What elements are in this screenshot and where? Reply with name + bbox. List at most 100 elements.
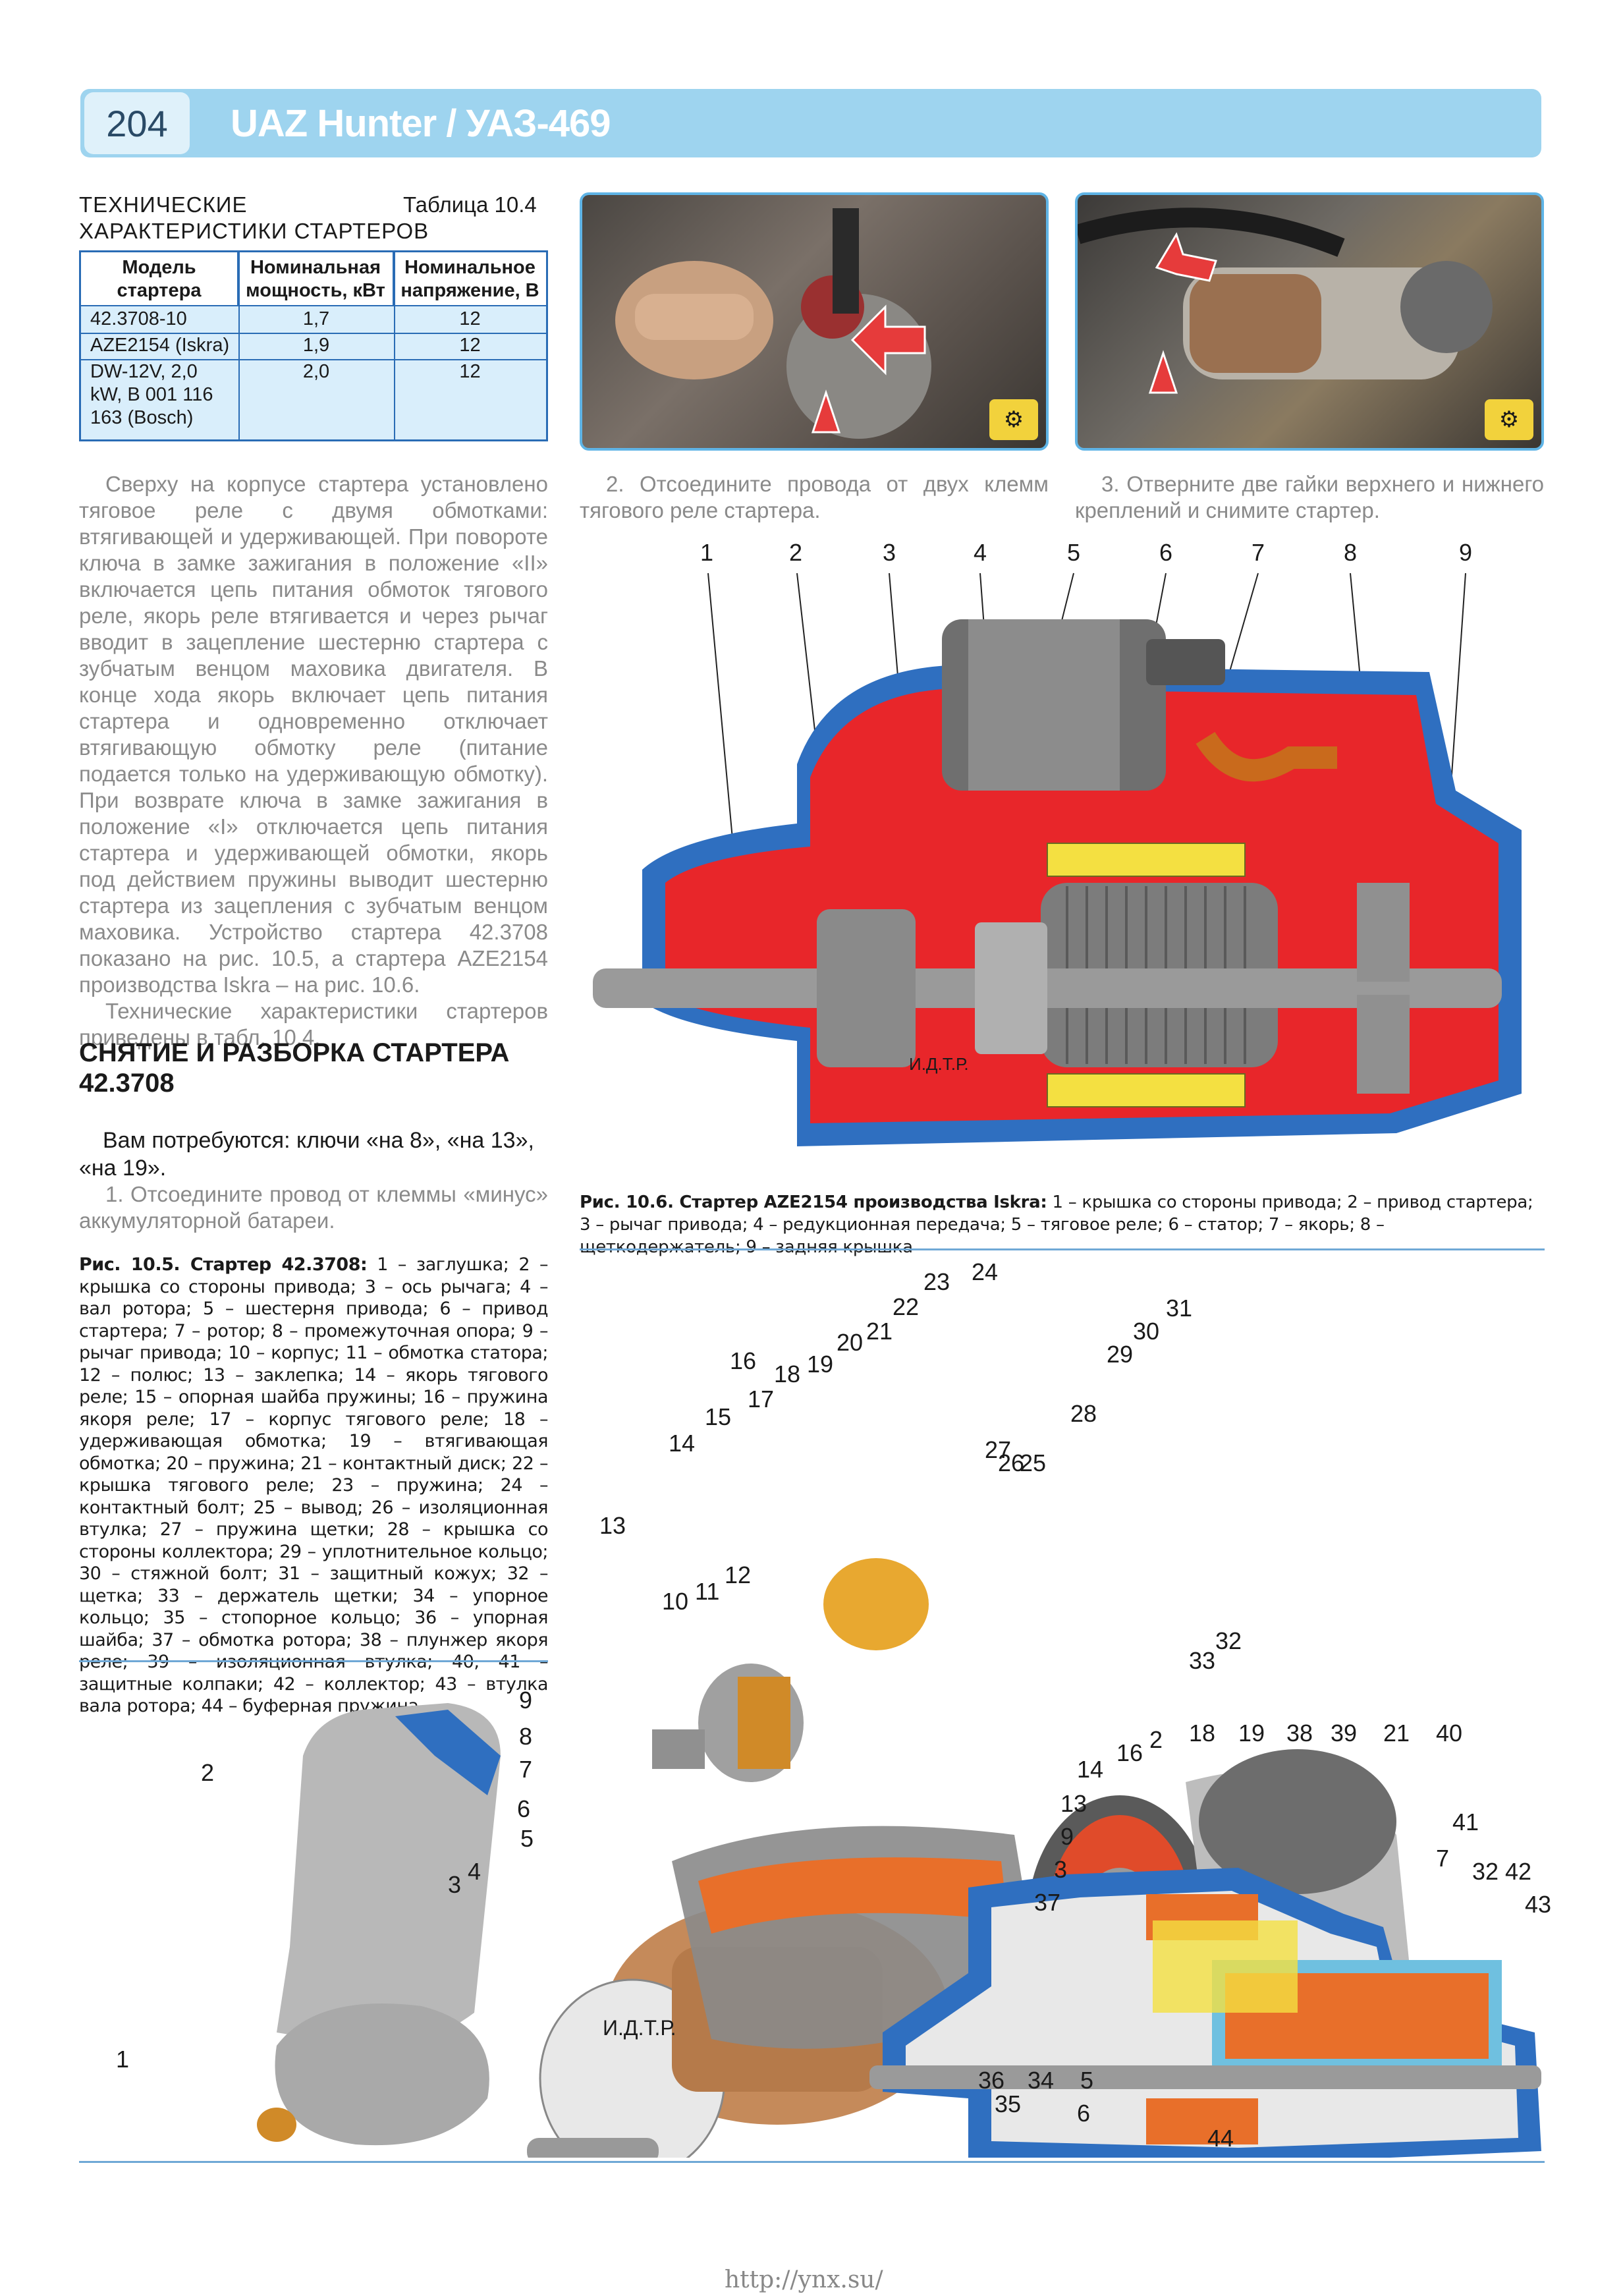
spec-table: Модель стартера Номинальная мощность, кВ…: [79, 250, 548, 441]
photo-step-3: ⚙: [1075, 192, 1544, 451]
callout: 1: [116, 2046, 130, 2073]
callout: 42: [1505, 1858, 1532, 1885]
callout: 19: [1238, 1720, 1265, 1747]
callout: 41: [1452, 1808, 1479, 1835]
callout: 15: [705, 1403, 732, 1430]
table-cell-power: 1,9: [302, 335, 330, 356]
divider: [580, 1248, 1545, 1250]
paragraph: Сверху на корпусе стартера установлено т…: [79, 472, 548, 997]
callout: 21: [866, 1318, 893, 1345]
figure-10-6: 1 2 3 4 5 6 7 8 9 И.Д.Т.Р.: [580, 539, 1548, 1173]
callout: 7: [519, 1756, 533, 1783]
table-header-voltage: Номинальное напряжение, В: [394, 252, 546, 306]
callout: 9: [1060, 1823, 1074, 1850]
watermark: И.Д.Т.Р.: [603, 2016, 676, 2040]
callout: 7: [1252, 539, 1265, 566]
watermark: И.Д.Т.Р.: [909, 1054, 969, 1074]
table-cell-model: AZE2154 (Iskra): [90, 335, 230, 356]
callout: 13: [1060, 1790, 1087, 1817]
callout: 43: [1525, 1891, 1552, 1918]
caption-title: Рис. 10.6. Стартер AZE2154 производства …: [580, 1192, 1047, 1212]
table-cell-voltage: 12: [459, 361, 481, 382]
callout: 21: [1383, 1720, 1410, 1747]
callout: 23: [923, 1268, 950, 1295]
callout: 33: [1189, 1647, 1216, 1674]
callout: 9: [519, 1687, 533, 1714]
table-cell-voltage: 12: [459, 335, 481, 356]
photo-step-2: ⚙: [580, 192, 1049, 451]
callout: 31: [1166, 1295, 1193, 1322]
callout: 40: [1436, 1720, 1463, 1747]
table-header-power: Номинальная мощность, кВт: [238, 252, 394, 306]
callout: 5: [1080, 2067, 1094, 2094]
callout: 6: [1077, 2100, 1091, 2127]
callout: 6: [517, 1795, 531, 1822]
callout: 4: [468, 1858, 481, 1885]
callout: 22: [893, 1293, 920, 1320]
callout: 39: [1331, 1720, 1358, 1747]
callout: 30: [1133, 1318, 1160, 1345]
table-cell-voltage: 12: [459, 308, 481, 329]
callout: 44: [1207, 2125, 1234, 2152]
callout: 9: [1459, 539, 1473, 566]
callout: 11: [695, 1578, 720, 1605]
callout: 16: [730, 1347, 757, 1374]
callout: 37: [1034, 1889, 1061, 1916]
callout: 28: [1070, 1400, 1097, 1427]
callout: 6: [1159, 539, 1173, 566]
callout: 3: [1054, 1856, 1068, 1883]
callout: 8: [519, 1723, 533, 1750]
bottom-divider: [79, 2161, 1545, 2163]
callout: 5: [520, 1825, 534, 1852]
table-title: ТЕХНИЧЕСКИЕ: [79, 192, 248, 217]
section-heading: СНЯТИЕ И РАЗБОРКА СТАРТЕРА 42.3708: [79, 1038, 510, 1098]
callout: 24: [972, 1258, 999, 1285]
callout: 5: [1067, 539, 1081, 566]
callout: 36: [978, 2067, 1005, 2094]
figure-10-5-caption: Рис. 10.5. Стартер 42.3708: 1 – заглушка…: [79, 1254, 549, 1718]
callout: 2: [1149, 1726, 1163, 1753]
callout: 4: [974, 539, 987, 566]
tool-badge-icon: ⚙: [989, 399, 1038, 440]
footer-url: http://ynx.su/: [725, 2266, 883, 2293]
header-bar: [80, 89, 1541, 157]
step-1: 1. Отсоедините провод от клеммы «минус» …: [79, 1182, 548, 1233]
table-cell-power: 1,7: [302, 308, 330, 329]
callout: 3: [883, 539, 896, 566]
callout: 2: [201, 1759, 215, 1786]
figure-10-6-caption: Рис. 10.6. Стартер AZE2154 производства …: [580, 1191, 1541, 1258]
body-text: Сверху на корпусе стартера установлено т…: [79, 471, 548, 1051]
caption-title: Рис. 10.5. Стартер 42.3708:: [79, 1254, 368, 1275]
callout: 35: [995, 2090, 1022, 2117]
callout: 20: [837, 1329, 864, 1356]
callout: 18: [774, 1360, 801, 1387]
callout: 12: [725, 1561, 752, 1588]
callout: 32: [1472, 1858, 1499, 1885]
callout: 29: [1107, 1341, 1134, 1368]
callout: 38: [1286, 1720, 1313, 1747]
callout: 14: [1077, 1756, 1104, 1783]
caption-text: 1 – крышка со стороны привода; 2 – приво…: [580, 1192, 1533, 1257]
callout: 27: [985, 1436, 1012, 1463]
callout: 3: [448, 1871, 462, 1898]
callout: 32: [1215, 1627, 1242, 1654]
page-number: 204: [84, 92, 190, 154]
callout: 18: [1189, 1720, 1216, 1747]
callout: 7: [1436, 1845, 1450, 1872]
callout: 8: [1344, 539, 1358, 566]
table-number: Таблица 10.4: [403, 192, 537, 217]
tools-required: Вам потребуются: ключи «на 8», «на 13», …: [79, 1128, 534, 1181]
callout: 1: [700, 539, 714, 566]
callout: 16: [1116, 1739, 1143, 1766]
paragraph: Технические характеристики стартеров при…: [79, 999, 548, 1050]
table-title-line2: ХАРАКТЕРИСТИКИ СТАРТЕРОВ: [79, 219, 429, 243]
table-header-model: Модель стартера: [81, 252, 238, 306]
callout: 26: [998, 1449, 1025, 1476]
callout: 13: [599, 1512, 626, 1539]
table-cell-model: DW-12V, 2,0 kW, B 001 116 163 (Bosch): [90, 361, 213, 428]
figure-10-5: 1 2 3 4 5 6 7 8 9 10 11 12 13 14 15 16 1…: [79, 1255, 1551, 2158]
callout: 25: [1020, 1449, 1047, 1476]
photo-caption-step-3: 3. Отверните две гайки верхнего и нижнег…: [1075, 472, 1544, 522]
callout: 34: [1028, 2067, 1055, 2094]
callout: 2: [789, 539, 803, 566]
